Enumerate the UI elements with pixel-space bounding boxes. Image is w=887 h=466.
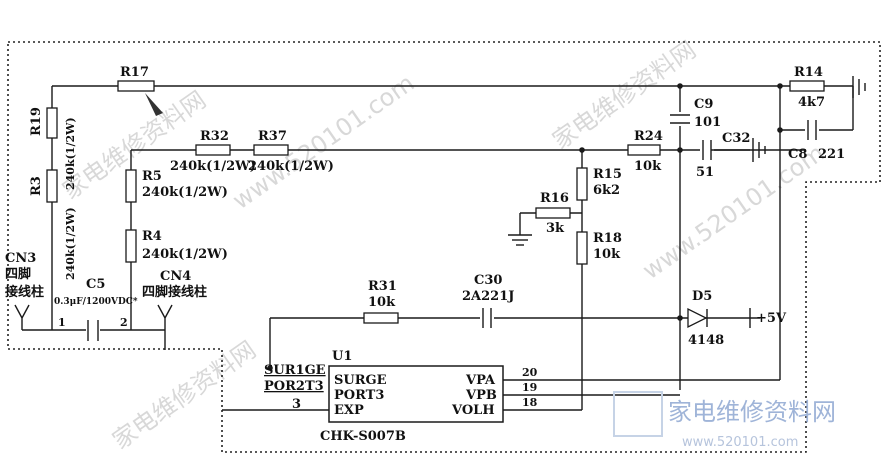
c32-capacitor: C32 51: [696, 131, 750, 180]
svg-text:101: 101: [694, 115, 721, 130]
svg-text:240k(1/2W): 240k(1/2W): [142, 247, 228, 262]
svg-text:R37: R37: [258, 129, 287, 144]
net-port3: POR2T3: [264, 379, 324, 394]
d5-diode: D5 4148: [687, 289, 724, 348]
svg-text:R24: R24: [634, 129, 663, 144]
junctions: [267, 83, 783, 371]
ground-icon: [852, 76, 866, 98]
svg-text:R3: R3: [29, 176, 44, 196]
svg-text:R19: R19: [29, 107, 44, 136]
svg-text:C5: C5: [86, 277, 105, 292]
pin-num-18: 18: [522, 396, 538, 409]
svg-text:2: 2: [120, 316, 128, 329]
svg-text:R17: R17: [120, 65, 149, 80]
chip-pin-vpa: VPA: [465, 373, 496, 388]
svg-text:R31: R31: [368, 279, 397, 294]
svg-text:240k(1/2W): 240k(1/2W): [248, 159, 334, 174]
r32-resistor: R32 240k(1/2W): [170, 129, 256, 174]
ground-icon: [752, 138, 766, 162]
svg-text:10k: 10k: [368, 295, 396, 310]
svg-text:10k: 10k: [593, 247, 621, 262]
svg-text:4148: 4148: [688, 333, 724, 348]
watermark-cn-bottom: 家电维修资料网: [107, 336, 261, 455]
c9-capacitor: C9 101: [668, 97, 721, 130]
svg-text:CN4: CN4: [160, 269, 191, 284]
pin-num-20: 20: [522, 366, 538, 379]
svg-text:R32: R32: [200, 129, 229, 144]
svg-text:R18: R18: [593, 231, 622, 246]
svg-text:家电维修资料网: 家电维修资料网: [668, 398, 836, 426]
svg-text:U1: U1: [332, 349, 352, 364]
svg-text:240k(1/2W): 240k(1/2W): [142, 185, 228, 200]
chip-pin-volh: VOLH: [451, 403, 495, 418]
r18-resistor: R18 10k: [576, 231, 622, 265]
r19-resistor: R19 240k(1/2W): [29, 107, 77, 190]
r37-resistor: R37 240k(1/2W): [248, 129, 334, 174]
r24-resistor: R24 10k: [627, 129, 663, 174]
svg-text:+5V: +5V: [756, 311, 787, 326]
cn3-terminal: CN3 四脚 接线柱 1: [5, 251, 66, 330]
c5-capacitor: C5 0.3μF/1200VDC* 2: [54, 277, 138, 342]
r17-resistor: R17: [117, 65, 163, 116]
watermark-url-top: www.520101.com: [227, 69, 419, 215]
svg-text:6k2: 6k2: [593, 183, 620, 198]
net-exp: 3: [292, 397, 301, 412]
svg-text:10k: 10k: [634, 159, 662, 174]
r5-resistor: R5 240k(1/2W): [125, 169, 228, 203]
svg-text:CHK-S007B: CHK-S007B: [320, 429, 406, 444]
r4-resistor: R4 240k(1/2W): [125, 229, 228, 263]
chip-pin-surge: SURGE: [334, 373, 387, 388]
watermark-cn-top: 家电维修资料网: [547, 36, 701, 155]
adjust-arrow-icon: [145, 93, 163, 116]
svg-text:R4: R4: [142, 229, 162, 244]
svg-text:CN3: CN3: [5, 251, 36, 266]
svg-text:4k7: 4k7: [798, 95, 825, 110]
svg-text:R14: R14: [794, 65, 823, 80]
cn4-terminal: CN4 四脚接线柱: [142, 269, 207, 350]
chip-pin-exp: EXP: [334, 403, 364, 418]
svg-text:C9: C9: [694, 97, 713, 112]
svg-text:3k: 3k: [546, 221, 565, 236]
svg-text:C8: C8: [788, 147, 807, 162]
ground-icon: [508, 234, 532, 246]
r15-resistor: R15 6k2: [576, 167, 622, 201]
svg-text:2A221J: 2A221J: [462, 289, 514, 304]
r14-resistor: R14 4k7: [789, 65, 825, 110]
chip-pin-port3: PORT3: [334, 388, 384, 403]
c30-capacitor: C30 2A221J: [462, 273, 514, 330]
pin-num-19: 19: [522, 381, 537, 394]
site-logo: 家电维修资料网 www.520101.com: [613, 391, 836, 450]
net-surge: SUR1GE: [264, 363, 326, 378]
u1-chip: U1 CHK-S007B SURGE PORT3 EXP VPA VPB VOL…: [264, 349, 538, 444]
svg-text:D5: D5: [692, 289, 712, 304]
r31-resistor: R31 10k: [363, 279, 399, 324]
wiring: [22, 85, 854, 411]
svg-text:四脚: 四脚: [5, 266, 31, 282]
svg-text:C32: C32: [722, 131, 750, 146]
svg-text:C30: C30: [474, 273, 502, 288]
vcc-supply: +5V: [749, 308, 787, 328]
chip-pin-vpb: VPB: [465, 388, 497, 403]
svg-text:240k(1/2W): 240k(1/2W): [170, 159, 256, 174]
r16-resistor: R16 3k: [535, 191, 571, 236]
svg-text:1: 1: [58, 316, 66, 329]
svg-text:R15: R15: [593, 167, 622, 182]
svg-text:240k(1/2W): 240k(1/2W): [64, 117, 77, 190]
svg-text:0.3μF/1200VDC*: 0.3μF/1200VDC*: [54, 297, 138, 307]
c8-capacitor: C8 221: [788, 118, 845, 162]
svg-text:R16: R16: [540, 191, 569, 206]
svg-text:51: 51: [696, 165, 714, 180]
svg-text:R5: R5: [142, 169, 162, 184]
svg-text:www.520101.com: www.520101.com: [682, 435, 798, 450]
board-outline: [7, 41, 881, 453]
r3-resistor: R3 240k(1/2W): [29, 169, 77, 280]
svg-text:接线柱: 接线柱: [5, 284, 44, 300]
svg-text:240k(1/2W): 240k(1/2W): [64, 207, 77, 280]
svg-text:四脚接线柱: 四脚接线柱: [142, 284, 207, 300]
svg-text:221: 221: [818, 147, 845, 162]
